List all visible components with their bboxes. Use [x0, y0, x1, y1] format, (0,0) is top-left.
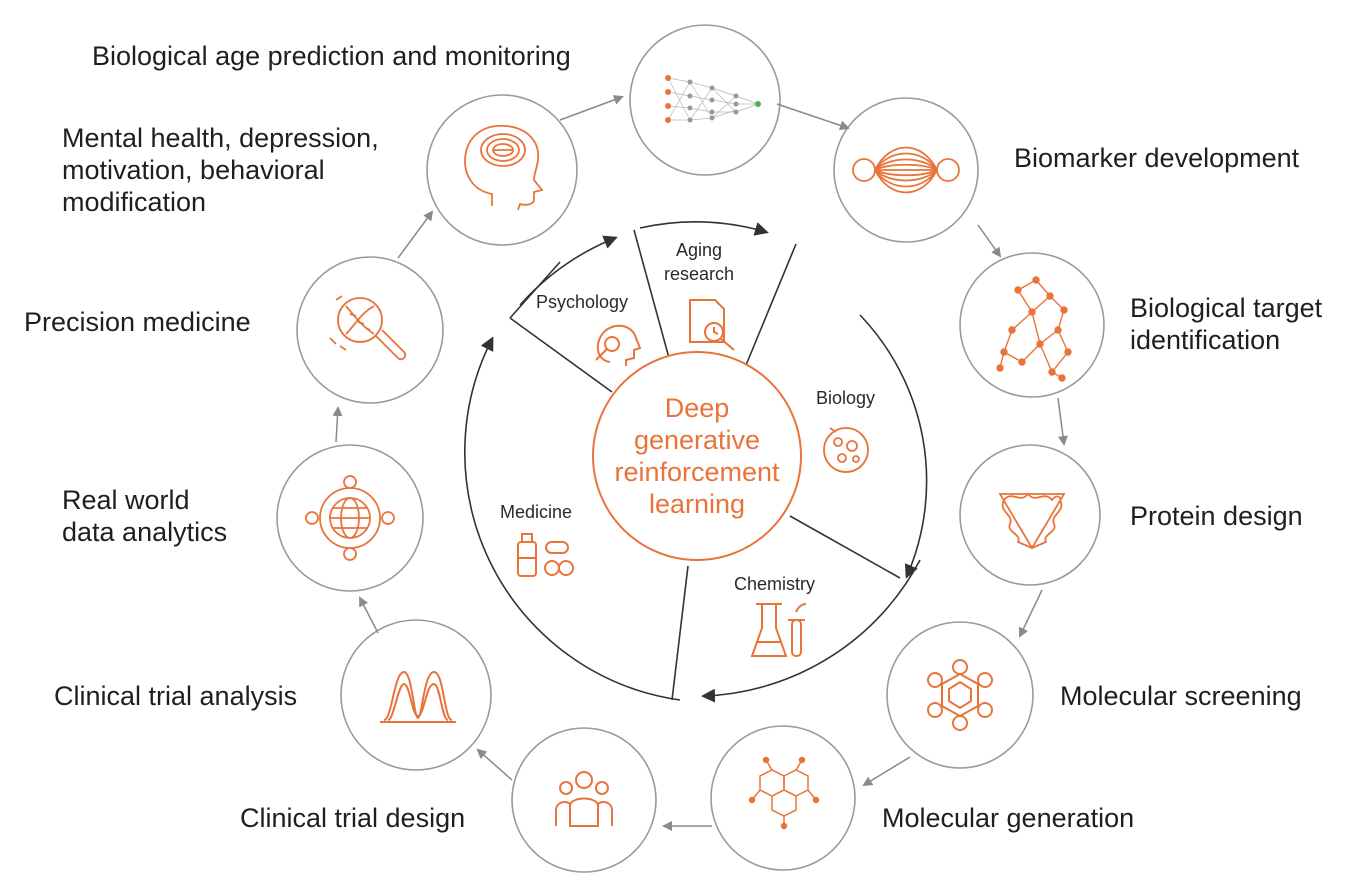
- label-age-line: Biological age prediction and monitoring: [92, 41, 571, 71]
- label-protein: Protein design: [1130, 500, 1303, 532]
- label-screening-line: Molecular screening: [1060, 681, 1302, 711]
- label-mental-line-3: modification: [62, 187, 207, 217]
- arrow-protein-screening: [1018, 589, 1043, 638]
- app-circle-target: [959, 252, 1105, 398]
- app-circle-generation: [710, 725, 856, 871]
- arrow-precision-mental: [397, 210, 434, 259]
- app-circle-protein: [959, 444, 1101, 586]
- label-age: Biological age prediction and monitoring: [92, 40, 571, 72]
- inner-wheel: [463, 221, 928, 703]
- brain-head-icon: [464, 124, 544, 211]
- label-trial-design: Clinical trial design: [240, 802, 465, 834]
- cycle-arrow-left: [463, 336, 681, 701]
- network-graph-icon: [996, 276, 1072, 382]
- center-label-line-2: generative: [633, 425, 761, 455]
- head-search-icon: [595, 324, 642, 366]
- arrow-trial-design-analysis: [476, 748, 513, 781]
- arrow-age-biomarker: [776, 103, 850, 131]
- dna-magnifier-icon: [329, 295, 407, 361]
- document-search-icon: [689, 299, 735, 351]
- arrow-screening-generation: [862, 756, 911, 787]
- label-generation: Molecular generation: [882, 802, 1134, 834]
- sector-chemistry: [789, 515, 901, 579]
- label-trial-analysis-line: Clinical trial analysis: [54, 681, 298, 711]
- label-screening: Molecular screening: [1060, 680, 1302, 712]
- label-precision-line: Precision medicine: [24, 307, 251, 337]
- label-generation-line: Molecular generation: [882, 803, 1135, 833]
- center-label-line-3: reinforcement: [614, 457, 780, 487]
- center-circle: [592, 351, 802, 561]
- molecule-lattice-icon: [748, 756, 820, 830]
- arrow-rwd-precision: [332, 406, 343, 443]
- cycle-arrow-right: [859, 314, 928, 579]
- label-target: Biological target identification: [1130, 292, 1322, 356]
- label-rwd-line-1: Real world: [62, 485, 190, 515]
- outer-ring: [276, 24, 1105, 873]
- label-psychology: Psychology: [536, 292, 629, 312]
- sector-aging: [633, 229, 797, 371]
- sector-psychology: [509, 261, 613, 393]
- label-mental-line-1: Mental health, depression,: [62, 123, 379, 153]
- arrow-target-protein: [1057, 397, 1068, 446]
- cycle-arrow-top: [639, 221, 769, 236]
- label-precision: Precision medicine: [24, 306, 251, 338]
- center-label-line-4: learning: [648, 489, 746, 519]
- pills-icon: [517, 533, 574, 577]
- flask-icon: [750, 603, 807, 657]
- outer-arrows: [332, 95, 1068, 831]
- spindle-icon: [852, 146, 960, 194]
- label-aging-line-1: Aging: [675, 240, 723, 260]
- cycle-arrow-bottom: [701, 559, 921, 703]
- label-trial-design-line: Clinical trial design: [240, 803, 466, 833]
- label-target-line-1: Biological target: [1130, 293, 1323, 323]
- sector-medicine: [671, 565, 689, 701]
- label-aging-line-2: research: [664, 264, 735, 284]
- globe-network-icon: [305, 475, 395, 561]
- petri-dish-icon: [823, 427, 869, 473]
- label-biomarker: Biomarker development: [1014, 142, 1299, 174]
- protein-triangle-icon: [998, 492, 1066, 550]
- hexagon-molecule-icon: [927, 659, 993, 731]
- app-circle-screening: [886, 621, 1034, 769]
- app-circle-age: [629, 24, 781, 176]
- label-target-line-2: identification: [1130, 325, 1281, 355]
- label-biomarker-line: Biomarker development: [1014, 143, 1300, 173]
- label-protein-line: Protein design: [1130, 501, 1303, 531]
- label-chemistry: Chemistry: [734, 574, 816, 594]
- cycle-arrow-upper-left: [519, 235, 618, 306]
- label-trial-analysis: Clinical trial analysis: [54, 680, 297, 712]
- label-biology: Biology: [816, 388, 876, 408]
- label-rwd: Real world data analytics: [62, 484, 227, 548]
- arrow-analysis-rwd: [359, 596, 379, 634]
- center-label-line-1: Deep: [664, 393, 730, 423]
- neural-network-icon: [665, 75, 761, 123]
- label-rwd-line-2: data analytics: [62, 517, 228, 547]
- label-medicine: Medicine: [500, 502, 573, 522]
- people-group-icon: [555, 771, 613, 827]
- center-label: Deep generative reinforcement learning: [593, 392, 801, 520]
- arrow-biomarker-target: [977, 224, 1002, 258]
- peaks-chart-icon: [380, 670, 456, 723]
- app-circle-trial-analysis: [340, 619, 492, 771]
- label-mental: Mental health, depression, motivation, b…: [62, 122, 379, 218]
- app-circle-mental: [426, 94, 578, 246]
- arrow-mental-age: [559, 95, 624, 121]
- label-aging: Aging research: [664, 238, 734, 286]
- app-circle-trial-design: [511, 727, 657, 873]
- label-mental-line-2: motivation, behavioral: [62, 155, 325, 185]
